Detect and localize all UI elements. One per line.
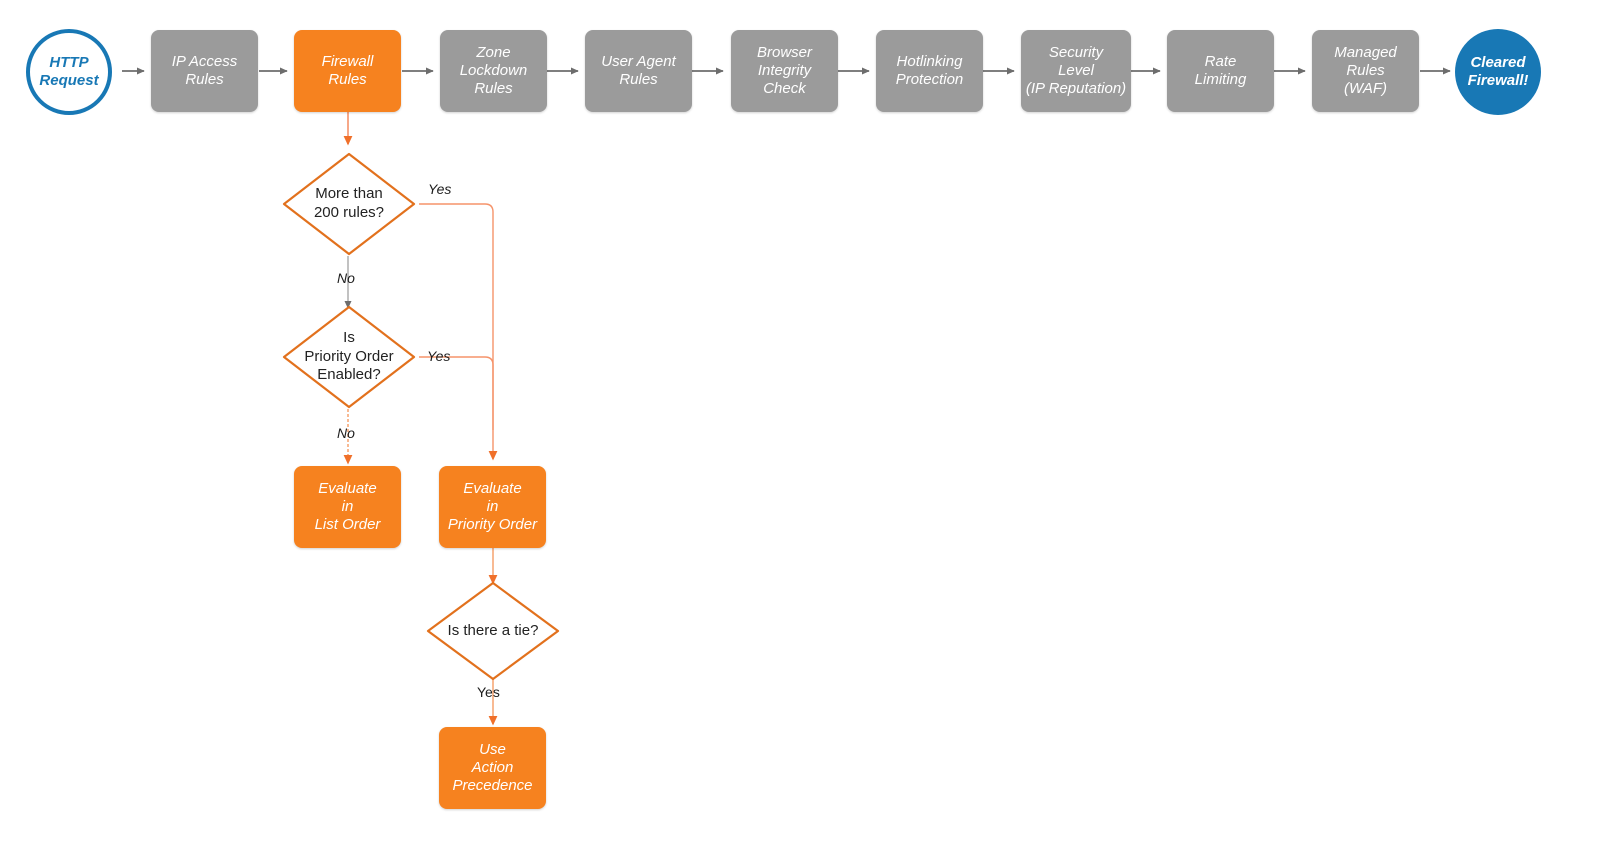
- edge-label-no-more-than-200: No: [337, 270, 355, 286]
- edge-label-no-priority-order: No: [337, 425, 355, 441]
- edge-label-yes-more-than-200: Yes: [428, 181, 452, 197]
- decision-is-there-a-tie-label: Is there a tie?: [447, 621, 539, 639]
- diamond-shape: [426, 581, 560, 681]
- diamond-shape: [282, 305, 416, 409]
- edge-label-yes-priority-order: Yes: [427, 348, 451, 364]
- decision-is-there-a-tie[interactable]: Is there a tie?: [425, 580, 561, 682]
- yes-branch-decision2-connector: [419, 356, 494, 430]
- edge-label-yes-is-there-a-tie: Yes: [477, 684, 500, 700]
- yes-branch-decision1-connector: [419, 203, 498, 461]
- diamond-shape: [282, 152, 416, 256]
